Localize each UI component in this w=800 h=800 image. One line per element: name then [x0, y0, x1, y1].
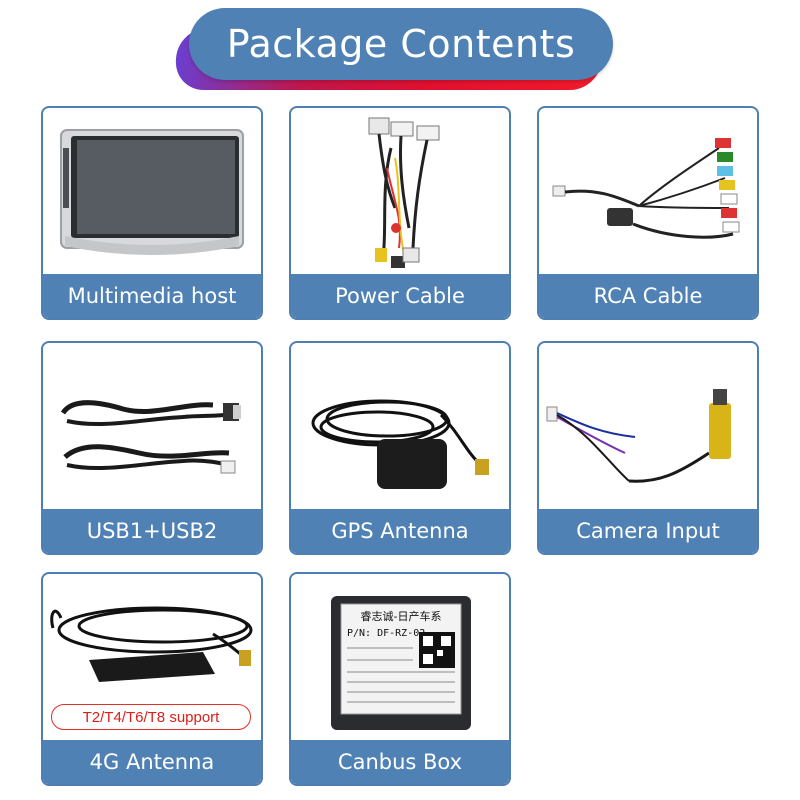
header-banner: Package Contents	[189, 8, 613, 80]
power-cable-image	[291, 108, 509, 276]
item-label: Multimedia host	[43, 274, 261, 318]
item-card-camera-input: Camera Input	[537, 341, 759, 555]
item-card-rca-cable: RCA Cable	[537, 106, 759, 320]
4g-antenna-image: T2/T4/T6/T8 support	[43, 574, 261, 742]
camera-input-image	[539, 343, 757, 511]
multimedia-host-image	[43, 108, 261, 276]
canbus-brand-text: 睿志诚-日产车系	[361, 609, 442, 623]
item-card-multimedia-host: Multimedia host	[41, 106, 263, 320]
item-label: USB1+USB2	[43, 509, 261, 553]
item-label: 4G Antenna	[43, 740, 261, 784]
gps-antenna-image	[291, 343, 509, 511]
item-card-gps-antenna: GPS Antenna	[289, 341, 511, 555]
item-label: Canbus Box	[291, 740, 509, 784]
canbus-box-image: 睿志诚-日产车系 P/N: DF-RZ-02	[291, 574, 509, 742]
item-label: RCA Cable	[539, 274, 757, 318]
item-label: Camera Input	[539, 509, 757, 553]
item-label: Power Cable	[291, 274, 509, 318]
canbus-part-text: P/N: DF-RZ-02	[347, 628, 425, 639]
page-title: Package Contents	[226, 22, 576, 66]
item-label: GPS Antenna	[291, 509, 509, 553]
item-card-4g-antenna: T2/T4/T6/T8 support 4G Antenna	[41, 572, 263, 786]
item-card-usb: USB1+USB2	[41, 341, 263, 555]
item-card-power-cable: Power Cable	[289, 106, 511, 320]
support-badge: T2/T4/T6/T8 support	[51, 704, 251, 730]
usb-cable-image	[43, 343, 261, 511]
rca-cable-image	[539, 108, 757, 276]
item-card-canbus-box: 睿志诚-日产车系 P/N: DF-RZ-02 Canbus Box	[289, 572, 511, 786]
